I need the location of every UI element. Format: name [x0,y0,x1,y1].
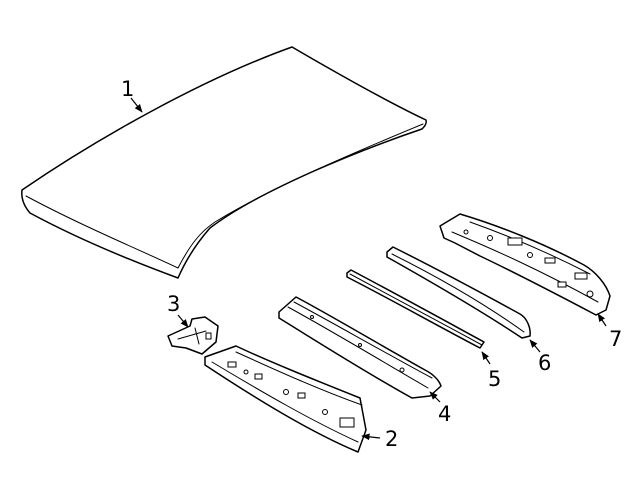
roof-bow-rear [386,246,531,339]
leader-5 [481,351,491,365]
leader-3 [177,314,189,328]
callout-7: 7 [609,327,622,351]
leader-2 [361,433,381,441]
roof-panel [21,46,427,279]
leader-4 [429,391,441,403]
callout-6: 6 [538,351,551,375]
front-header-panel [204,345,367,453]
callout-5: 5 [488,367,501,391]
callout-1: 1 [121,77,134,101]
callout-4: 4 [438,402,451,426]
callout-2: 2 [385,427,398,451]
leader-1 [130,97,143,113]
roof-bow-center [346,269,485,349]
leader-7 [597,313,607,327]
leader-6 [529,339,541,353]
rear-header-panel [439,213,611,316]
callout-3: 3 [167,292,180,316]
roof-bow-front [278,296,442,399]
header-bracket [167,316,219,355]
